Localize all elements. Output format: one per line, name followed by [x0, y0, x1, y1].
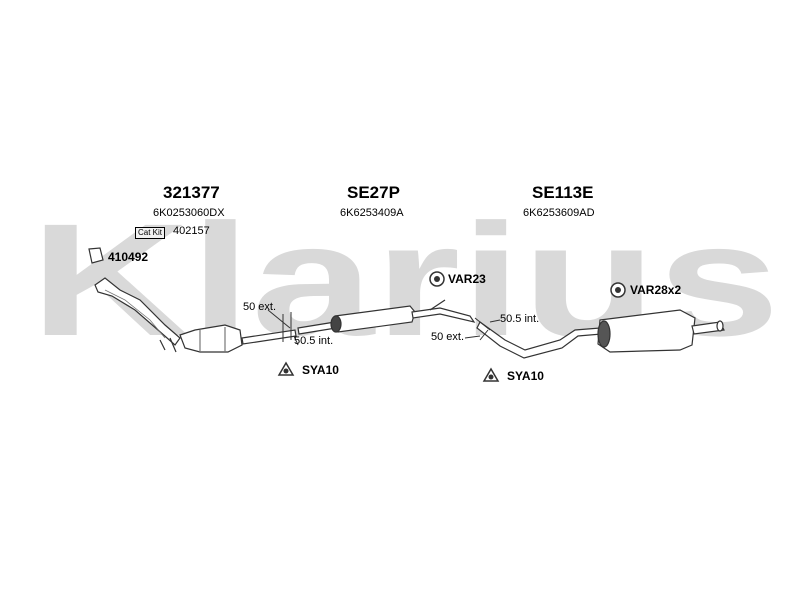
rubber-mount-icon: [610, 282, 626, 298]
oe-code: 6K0253060DX: [153, 207, 225, 219]
catalytic-converter: [179, 324, 297, 353]
rubber-mount-icon: [429, 271, 445, 287]
gasket-icon: [88, 247, 104, 264]
joint-int-label: 50.5 int.: [500, 313, 540, 325]
joint-ext-label: 50 ext.: [243, 301, 277, 313]
cat-kit-number: 402157: [173, 225, 210, 237]
section-title: SE113E: [532, 183, 594, 202]
section-title: 321377: [163, 183, 220, 202]
joint-ext-label: 50 ext.: [431, 331, 465, 343]
clamp-icon: [277, 361, 295, 376]
joint-int-label: 50.5 int.: [294, 335, 334, 347]
mount-part-number: VAR28x2: [630, 283, 682, 297]
cat-kit-badge: Cat Kit: [135, 227, 166, 239]
section-title: SE27P: [347, 183, 400, 202]
rear-silencer: [476, 309, 725, 359]
gasket-part-number: 410492: [108, 250, 149, 264]
oe-code: 6K6253609AD: [523, 207, 595, 219]
centre-silencer: [297, 299, 476, 335]
clamp-part-number: SYA10: [302, 363, 339, 377]
mount-part-number: VAR23: [448, 272, 486, 286]
clamp-icon: [482, 367, 500, 382]
front-pipe: [94, 277, 181, 353]
joint-markers: [267, 309, 501, 346]
clamp-part-number: SYA10: [507, 369, 544, 383]
oe-code: 6K6253409A: [340, 207, 404, 219]
